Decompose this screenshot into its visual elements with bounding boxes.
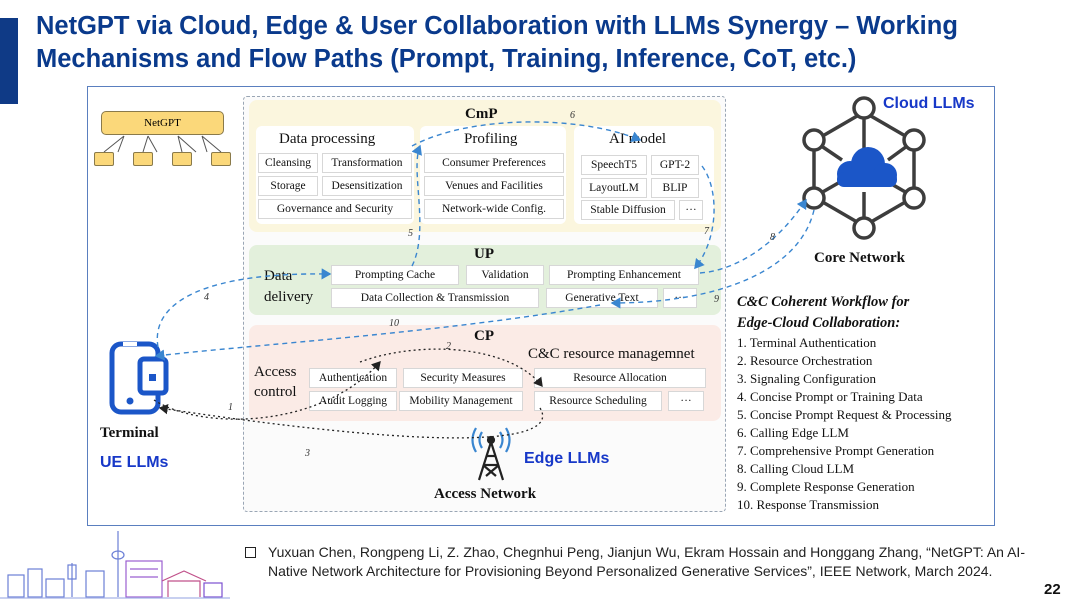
title-accent-bar (0, 18, 18, 104)
cp-access-item: Authentication (309, 368, 397, 388)
workflow-step: 8. Calling Cloud LLM (737, 461, 854, 476)
workflow-step: 10. Response Transmission (737, 497, 879, 512)
flow-number: 8 (770, 232, 775, 243)
cc-resource-title: C&C resource managemnet (528, 346, 695, 362)
flow-arrow-4 (156, 268, 332, 348)
netgpt-leaf-box (172, 152, 192, 166)
blue-flow-arrows (154, 121, 815, 361)
ai-model-item: Stable Diffusion (581, 200, 675, 220)
flow-number: 6 (570, 110, 575, 121)
workflow-step: 6. Calling Edge LLM (737, 425, 849, 440)
cloud-llms-label: Cloud LLMs (883, 95, 975, 112)
flow-number: 10 (389, 318, 399, 329)
cp-access-item: Security Measures (403, 368, 523, 388)
profiling-item: Venues and Facilities (424, 176, 564, 196)
cloud-icon (837, 147, 897, 187)
netgpt-leaf-box (94, 152, 114, 166)
workflow-panel: C&C Coherent Workflow for Edge-Cloud Col… (737, 292, 989, 514)
cp-resource-item: Resource Allocation (534, 368, 706, 388)
flow-arrow-8 (699, 198, 807, 274)
flow-arrow-2 (359, 348, 543, 388)
access-network-label: Access Network (434, 486, 537, 502)
workflow-step: 1. Terminal Authentication (737, 335, 877, 350)
dp-item: Cleansing (258, 153, 318, 173)
netgpt-tree-lines (103, 135, 222, 153)
cp-resource-item: ··· (668, 391, 704, 411)
flow-number: 9 (714, 294, 719, 305)
data-delivery-label: Data delivery (264, 268, 314, 305)
flow-arrow-10 (154, 304, 601, 361)
flow-arrow-9 (610, 209, 815, 309)
up-title: UP (474, 246, 494, 262)
edge-llms-label: Edge LLMs (524, 450, 610, 467)
flow-number: 2 (446, 341, 451, 352)
netgpt-leaf-box (211, 152, 231, 166)
cell-tower-icon (471, 427, 511, 481)
ue-llms-label: UE LLMs (100, 454, 169, 471)
flow-number: 1 (228, 402, 233, 413)
cloud-llms-hex-icon (802, 96, 926, 240)
cp-access-item: Mobility Management (399, 391, 523, 411)
flow-arrow-6 (411, 121, 642, 147)
workflow-step: 4. Concise Prompt or Training Data (737, 389, 923, 404)
ai-model-item: ··· (679, 200, 703, 220)
netgpt-leaf-box (133, 152, 153, 166)
dp-item: Transformation (322, 153, 412, 173)
cp-access-item: Audit Logging (309, 391, 397, 411)
flow-number: 5 (408, 228, 413, 239)
netgpt-root-box: NetGPT (101, 111, 224, 135)
workflow-step: 7. Comprehensive Prompt Generation (737, 443, 935, 458)
cmp-title: CmP (465, 106, 498, 122)
page-number: 22 (1044, 581, 1061, 598)
up-item: ··· (663, 288, 697, 308)
workflow-title-line1: C&C Coherent Workflow for (737, 294, 910, 310)
ai-model-item: BLIP (651, 178, 699, 198)
ai-model-item: GPT-2 (651, 155, 699, 175)
access-control-label: Access control (254, 364, 297, 400)
slide-title: NetGPT via Cloud, Edge & User Collaborat… (36, 12, 958, 73)
dp-item: Storage (258, 176, 318, 196)
core-network-label: Core Network (814, 250, 905, 266)
up-item: Prompting Cache (331, 265, 459, 285)
citation-text: Yuxuan Chen, Rongpeng Li, Z. Zhao, Chegn… (268, 544, 1025, 579)
flow-number: 7 (704, 226, 709, 237)
black-flow-arrows (153, 348, 544, 439)
cp-resource-item: Resource Scheduling (534, 391, 662, 411)
flow-arrow-7 (694, 165, 715, 270)
dp-item: Governance and Security (258, 199, 412, 219)
flow-number: 4 (204, 292, 209, 303)
workflow-step: 2. Resource Orchestration (737, 353, 873, 368)
workflow-title-line2: Edge-Cloud Collaboration: (737, 315, 901, 331)
flow-arrow-3 (158, 404, 544, 439)
city-skyline-illustration (0, 531, 230, 599)
terminal-phone-icon (109, 341, 169, 415)
up-item: Prompting Enhancement (549, 265, 699, 285)
ai-model-item: SpeechT5 (581, 155, 647, 175)
profiling-item: Consumer Preferences (424, 153, 564, 173)
figure-frame (87, 86, 995, 526)
citation-bullet-icon (245, 547, 256, 558)
workflow-step: 5. Concise Prompt Request & Processing (737, 407, 952, 422)
flow-number: 3 (305, 448, 310, 459)
workflow-step: 9. Complete Response Generation (737, 479, 915, 494)
terminal-label: Terminal (100, 425, 159, 441)
cp-title: CP (474, 328, 494, 344)
dp-item: Desensitization (322, 176, 412, 196)
ai-model-item: LayoutLM (581, 178, 647, 198)
workflow-step: 3. Signaling Configuration (737, 371, 877, 386)
up-item: Data Collection & Transmission (331, 288, 539, 308)
up-item: Validation (466, 265, 544, 285)
data-processing-title: Data processing (279, 131, 376, 147)
flow-arrow-5 (411, 144, 422, 267)
profiling-title: Profiling (464, 131, 518, 147)
profiling-item: Network-wide Config. (424, 199, 564, 219)
flow-arrow-1 (153, 361, 381, 420)
